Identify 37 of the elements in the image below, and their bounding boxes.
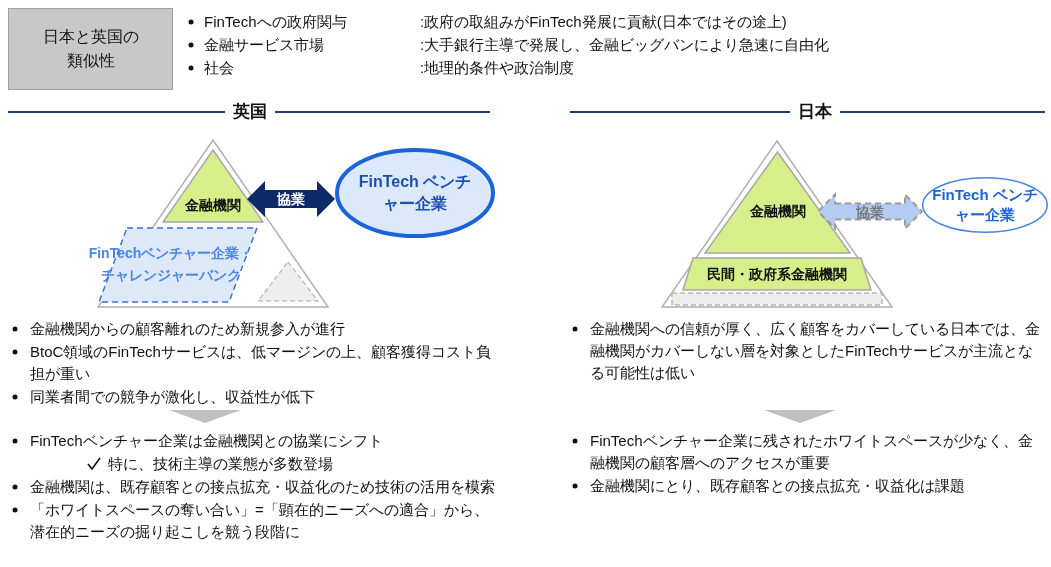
node-label: 金融機関 [184, 196, 242, 215]
description-text: :政府の取組みがFinTech発展に貢献(日本ではその途上) [420, 12, 788, 32]
list-item: 社会 [204, 58, 235, 78]
list-item: 金融機関にとり、既存顧客との接点拡充・収益化は課題 [590, 476, 966, 496]
node-label: FinTech ベンチャー企業 [931, 185, 1039, 225]
pyramid-tier [163, 150, 263, 222]
ellipse-node [922, 177, 1048, 233]
node-label: FinTech ベンチャー企業 [357, 172, 473, 214]
description-text: :地理的条件や政治制度 [420, 58, 576, 78]
pyramid-tier [705, 152, 850, 253]
node-label: 金融機関 [748, 202, 807, 221]
list-item: 金融機関への信頼が厚く、広く顧客をカバーしている日本では、金融機関がカバーしない層を対象としたFinTechサービスが主流となる可能性は低い [590, 319, 1040, 383]
edge-label: 協業 [277, 191, 305, 207]
double-arrow [816, 192, 924, 231]
list-item: FinTechベンチャー企業は金融機関との協業にシフト [30, 431, 384, 451]
list-item: 金融サービス市場 [204, 35, 325, 55]
list-item: 「ホワイトスペースの奪い合い」=「顕在的ニーズへの適合」から、潜在的ニーズの掘り起こしを競う段階に [30, 500, 490, 542]
ellipse-node [335, 148, 495, 238]
pyramid-tier [683, 258, 871, 290]
list-item: 同業者間での競争が激化し、収益性が低下 [30, 387, 316, 407]
list-item: FinTechベンチャー企業に残されたホワイトスペースが少なく、金融機関の顧客層へのアクセスが重要 [590, 431, 1034, 473]
category-box: 日本と英国の類似性 [8, 8, 173, 90]
double-arrow [247, 181, 335, 217]
node-label: FinTechベンチャー企業・チャレンジャーバンク [87, 244, 255, 285]
list-item: 特に、技術主導の業態が多数登場 [108, 454, 334, 474]
list-item: 金融機関は、既存顧客との接点拡充・収益化のため技術の活用を模索 [30, 477, 496, 497]
section-heading: 日本 [790, 101, 840, 123]
list-item: BtoC領域のFinTechサービスは、低マージンの上、顧客獲得コスト負担が重い [30, 342, 492, 384]
list-item: 金融機関からの顧客離れのため新規参入が進行 [30, 319, 346, 339]
edge-label: 協業 [856, 203, 884, 220]
node-label: 民間・政府系金融機関 [706, 265, 848, 284]
section-heading: 英国 [225, 101, 275, 123]
list-item: FinTechへの政府関与 [204, 12, 348, 32]
dashed-band [672, 293, 882, 305]
description-text: :大手銀行主導で発展し、金融ビッグバンにより急速に自由化 [420, 35, 831, 55]
pyramid-outline [662, 141, 892, 307]
dashed-triangle [258, 262, 318, 301]
